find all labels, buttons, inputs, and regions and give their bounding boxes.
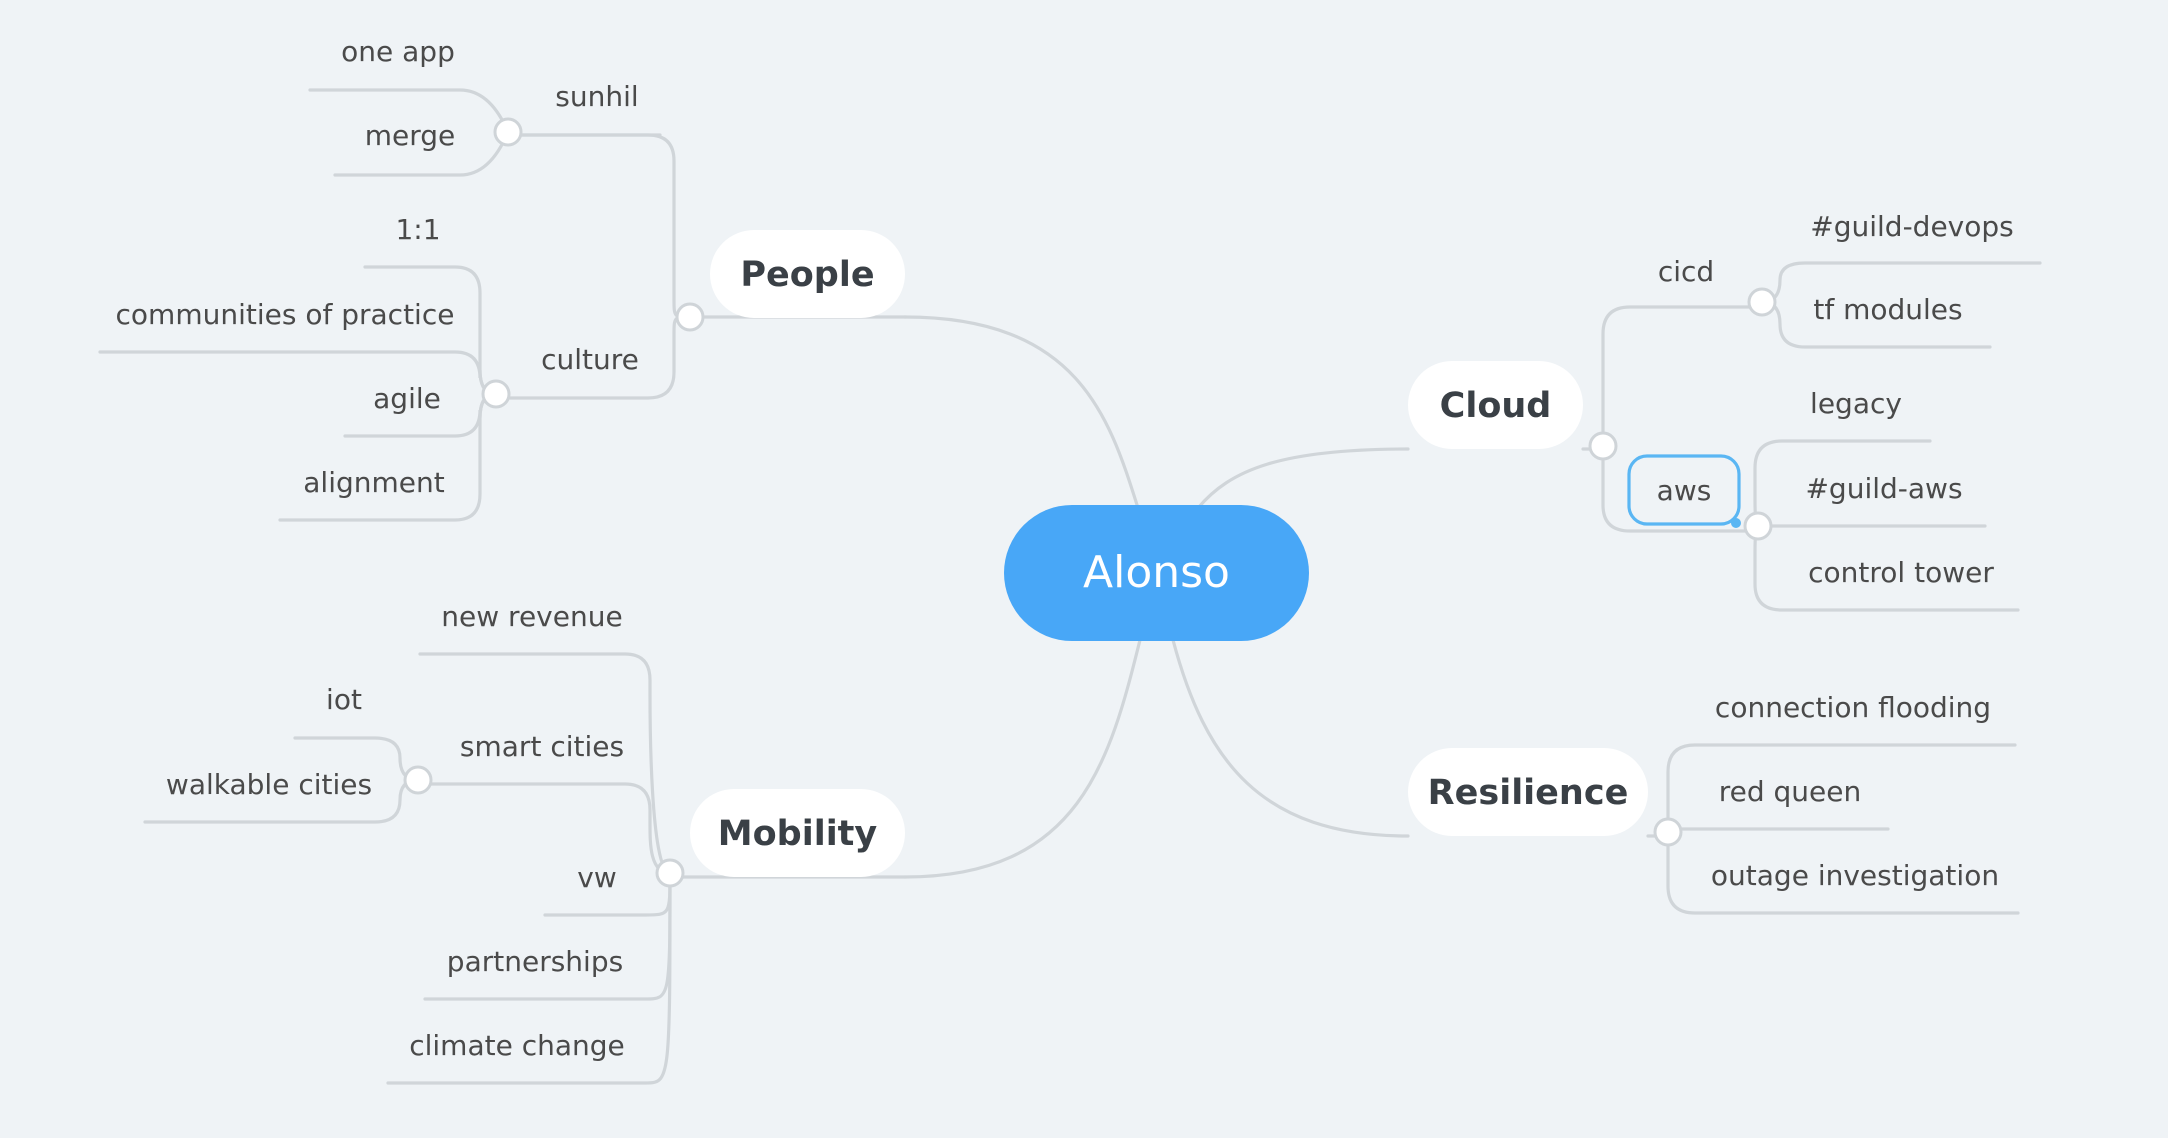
node-smart-cities[interactable]: smart cities (460, 730, 624, 763)
node-sunhil[interactable]: sunhil (555, 80, 638, 113)
topic-mobility-label[interactable]: Mobility (718, 814, 878, 854)
node-aws[interactable]: aws (1657, 474, 1712, 507)
edge-people-sunhil (518, 133, 692, 319)
root-topic[interactable] (1004, 505, 1309, 641)
topic-cloud[interactable] (1408, 361, 1583, 449)
collapse-cicd-icon[interactable] (1747, 287, 1777, 317)
node-connection-flooding[interactable]: connection flooding (1715, 691, 1991, 724)
edge-mobility-partnerships (423, 871, 672, 1001)
aws-resize-handle[interactable] (1731, 518, 1741, 528)
collapse-sunhil-icon[interactable] (493, 117, 523, 147)
node-climate-change[interactable]: climate change (409, 1029, 625, 1062)
topic-people[interactable] (710, 230, 905, 318)
node-red-queen[interactable]: red queen (1719, 775, 1862, 808)
node-one-app[interactable]: one app (341, 35, 455, 68)
root-topic-label[interactable]: Alonso (1083, 547, 1230, 598)
edge-root-cloud (1196, 447, 1410, 510)
node-vw[interactable]: vw (577, 861, 616, 894)
topic-cloud-label[interactable]: Cloud (1440, 386, 1552, 426)
node-layer: Alonso sunhil one app merge culture 1:1 commun… (116, 35, 2014, 1062)
edge-root-mobility (903, 638, 1142, 879)
topic-people-label[interactable]: People (740, 255, 874, 295)
edge-root-people (903, 315, 1140, 510)
node-cicd[interactable]: cicd (1658, 255, 1714, 288)
node-tf-modules[interactable]: tf modules (1813, 293, 1962, 326)
collapse-aws-icon[interactable] (1743, 511, 1773, 541)
collapse-people-icon[interactable] (675, 302, 705, 332)
node-one-on-one[interactable]: 1:1 (395, 213, 440, 246)
node-control-tower[interactable]: control tower (1808, 556, 1994, 589)
node-agile[interactable]: agile (373, 382, 441, 415)
node-partnerships[interactable]: partnerships (447, 945, 623, 978)
aws-selection-frame[interactable] (1627, 454, 1741, 526)
edge-cloud-cicd (1601, 305, 1752, 448)
node-guild-devops[interactable]: #guild-devops (1810, 210, 2013, 243)
edge-mobility-smart-cities (418, 782, 672, 875)
node-legacy[interactable]: legacy (1810, 387, 1902, 420)
node-new-revenue[interactable]: new revenue (441, 600, 622, 633)
edge-mobility-new-revenue (418, 652, 672, 875)
collapse-cloud-icon[interactable] (1588, 431, 1618, 461)
topic-resilience-label[interactable]: Resilience (1428, 773, 1629, 813)
node-communities-of-practice[interactable]: communities of practice (116, 298, 455, 331)
node-guild-aws[interactable]: #guild-aws (1805, 472, 1962, 505)
collapse-mobility-icon[interactable] (655, 858, 685, 888)
topic-mobility[interactable] (690, 789, 905, 877)
node-iot[interactable]: iot (326, 683, 362, 716)
collapse-culture-icon[interactable] (481, 379, 511, 409)
collapse-resilience-icon[interactable] (1653, 817, 1683, 847)
node-culture[interactable]: culture (541, 343, 639, 376)
node-merge[interactable]: merge (365, 119, 456, 152)
node-alignment[interactable]: alignment (303, 466, 444, 499)
edge-mobility-climate-change (386, 871, 672, 1085)
node-walkable-cities[interactable]: walkable cities (166, 768, 372, 801)
topic-resilience[interactable] (1408, 748, 1648, 836)
collapse-smart-cities-icon[interactable] (403, 765, 433, 795)
edge-root-resilience (1171, 638, 1410, 838)
node-outage-investigation[interactable]: outage investigation (1711, 859, 1999, 892)
